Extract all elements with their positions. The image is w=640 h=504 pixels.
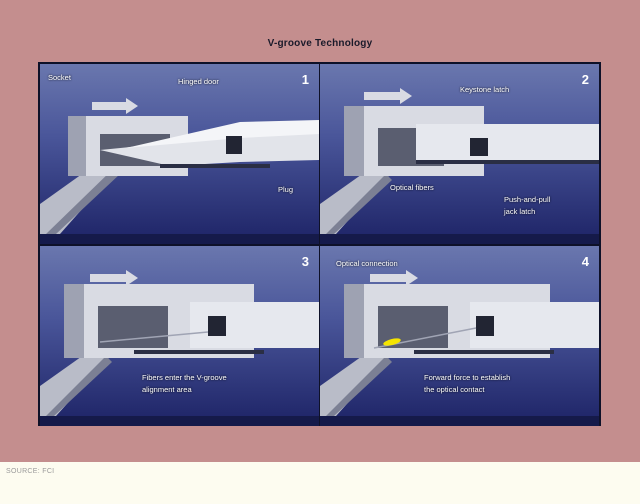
- label-optical-contact: the optical contact: [424, 385, 485, 394]
- label-fibers-enter: Fibers enter the V-groove: [142, 373, 227, 382]
- label-socket: Socket: [48, 73, 71, 82]
- connector-illustration-1: [40, 98, 319, 244]
- panel-number: 4: [581, 254, 589, 269]
- footer: SOURCE: FCI: [0, 462, 640, 504]
- connector-illustration-2: [320, 88, 599, 244]
- panel-4: 4 Optical connection Forward force to es…: [320, 246, 599, 426]
- label-forward-force: Forward force to establish: [424, 373, 511, 382]
- panel-1: 1 Socket Hinged door Plug: [40, 64, 319, 244]
- diagram-figure: 1 Socket Hinged door Plug 2 Keystone lat…: [38, 62, 601, 426]
- label-hinged-door: Hinged door: [178, 77, 219, 86]
- panel-number: 2: [581, 72, 589, 87]
- label-push-and-pull: Push-and-pull: [504, 195, 551, 204]
- label-optical-connection: Optical connection: [336, 259, 398, 268]
- label-keystone-latch: Keystone latch: [460, 85, 510, 94]
- figure-title: V-groove Technology: [267, 38, 373, 49]
- panel-number: 1: [301, 72, 309, 87]
- connector-illustration-3: [40, 270, 319, 426]
- panel-2: 2 Keystone latch Optical fibers Push-and…: [320, 64, 599, 244]
- panel-number: 3: [301, 254, 309, 269]
- label-plug: Plug: [278, 185, 294, 194]
- label-alignment-area: alignment area: [142, 385, 192, 394]
- label-optical-fibers: Optical fibers: [390, 183, 434, 192]
- label-jack-latch: jack latch: [504, 207, 536, 216]
- panel-3: 3 Fibers enter the V-groove alignment ar…: [40, 246, 319, 426]
- connector-illustration-4: [320, 270, 599, 426]
- source-caption: SOURCE: FCI: [6, 468, 55, 475]
